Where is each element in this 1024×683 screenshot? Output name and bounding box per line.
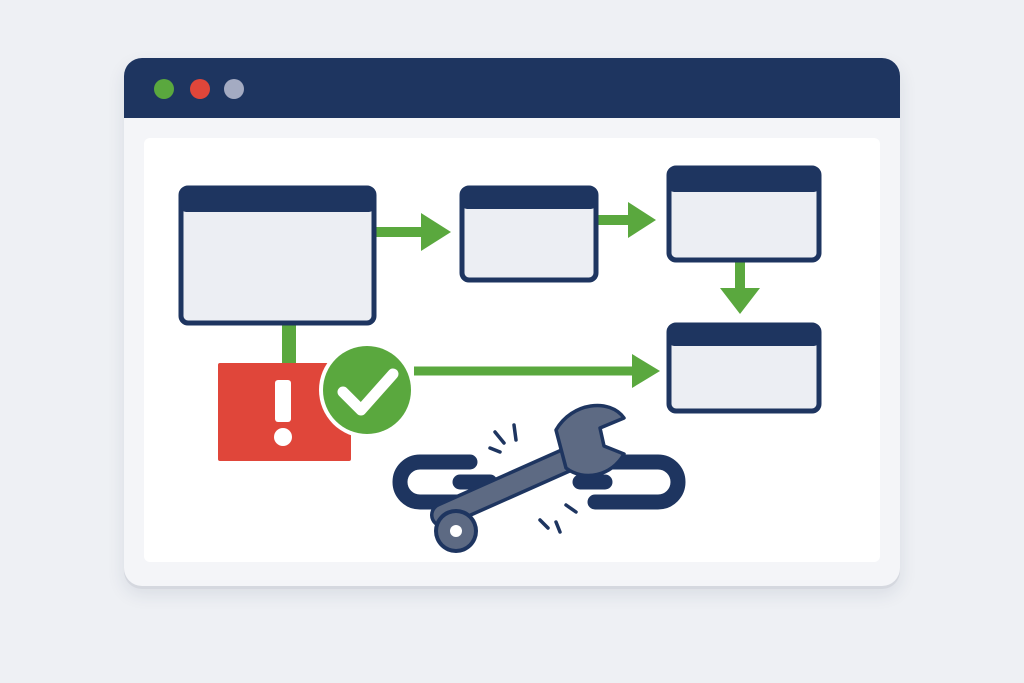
alert-block <box>218 363 351 461</box>
gray-control-dot[interactable] <box>224 79 244 99</box>
checkmark-icon <box>319 342 415 438</box>
window-box-bottom-right <box>666 322 822 414</box>
window-box-main <box>178 185 377 326</box>
arrowhead-main-to-middle <box>421 213 451 251</box>
arrowhead-middle-to-topright <box>628 202 656 238</box>
window-titlebar <box>124 58 900 118</box>
connector-arrows <box>282 202 760 388</box>
window-box-middle <box>459 185 599 283</box>
red-control-dot[interactable] <box>190 79 210 99</box>
green-control-dot[interactable] <box>154 79 174 99</box>
arrowhead-topright-to-bottomright <box>720 288 760 314</box>
arrowhead-check-to-bottomright <box>632 354 660 388</box>
window-box-top-right <box>666 165 822 263</box>
exclamation-icon <box>274 380 292 446</box>
broken-chain-icon <box>392 454 686 510</box>
break-sparks <box>488 423 578 534</box>
wrench-icon <box>430 403 626 553</box>
